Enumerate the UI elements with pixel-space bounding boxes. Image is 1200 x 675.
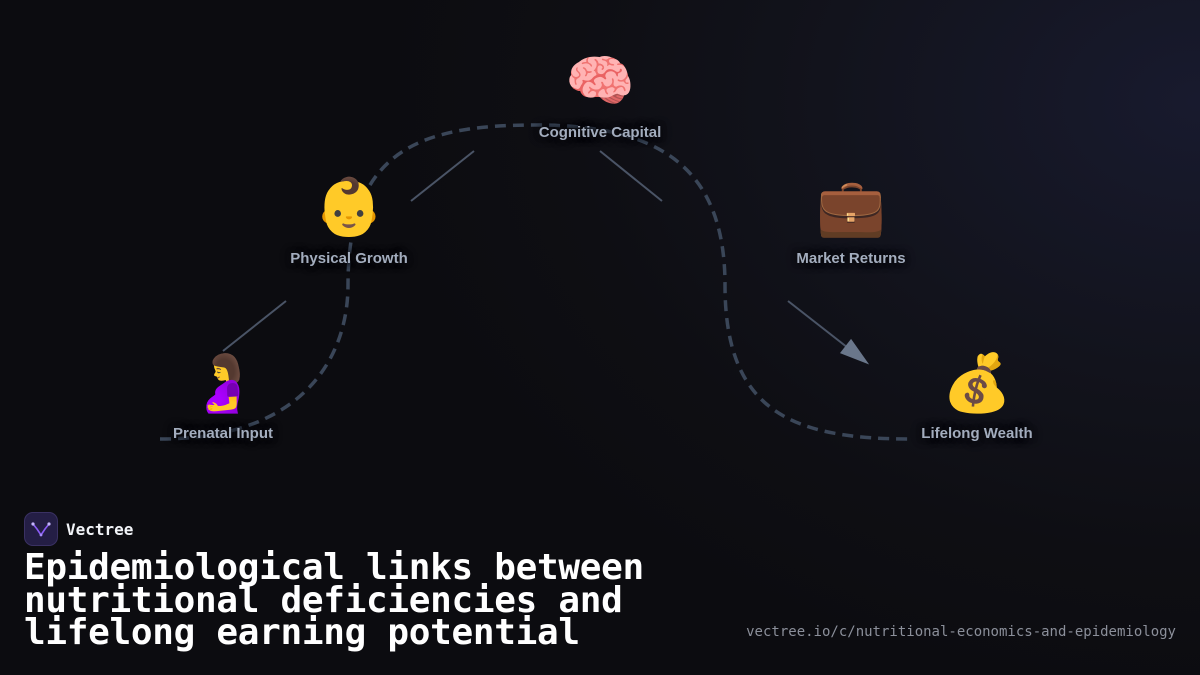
vectree-logo-icon <box>24 512 58 546</box>
money-bag-icon: 💰 <box>942 351 1012 416</box>
node-label-wealth: Lifelong Wealth <box>921 425 1033 442</box>
brand: Vectree <box>24 512 133 546</box>
connector-growth-to-cognitive <box>410 150 475 202</box>
node-label-market: Market Returns <box>796 250 906 267</box>
baby-icon: 👶 <box>314 175 384 240</box>
brand-name: Vectree <box>66 519 134 539</box>
pregnant-woman-icon: 🤰 <box>188 351 258 416</box>
dashed-journey-path <box>159 123 911 441</box>
arrowhead-icon <box>839 338 870 365</box>
briefcase-icon: 💼 <box>816 175 886 240</box>
node-label-growth: Physical Growth <box>290 250 408 267</box>
connector-prenatal-to-growth <box>222 300 287 352</box>
connector-cognitive-to-market <box>599 150 663 202</box>
node-label-prenatal: Prenatal Input <box>172 425 273 442</box>
node-label-cognitive: Cognitive Capital <box>538 124 662 141</box>
page-title: Epidemiological links between nutritiona… <box>24 547 644 653</box>
brain-icon: 🧠 <box>565 49 635 114</box>
source-url[interactable]: vectree.io/c/nutritional-economics-and-e… <box>746 624 1176 640</box>
